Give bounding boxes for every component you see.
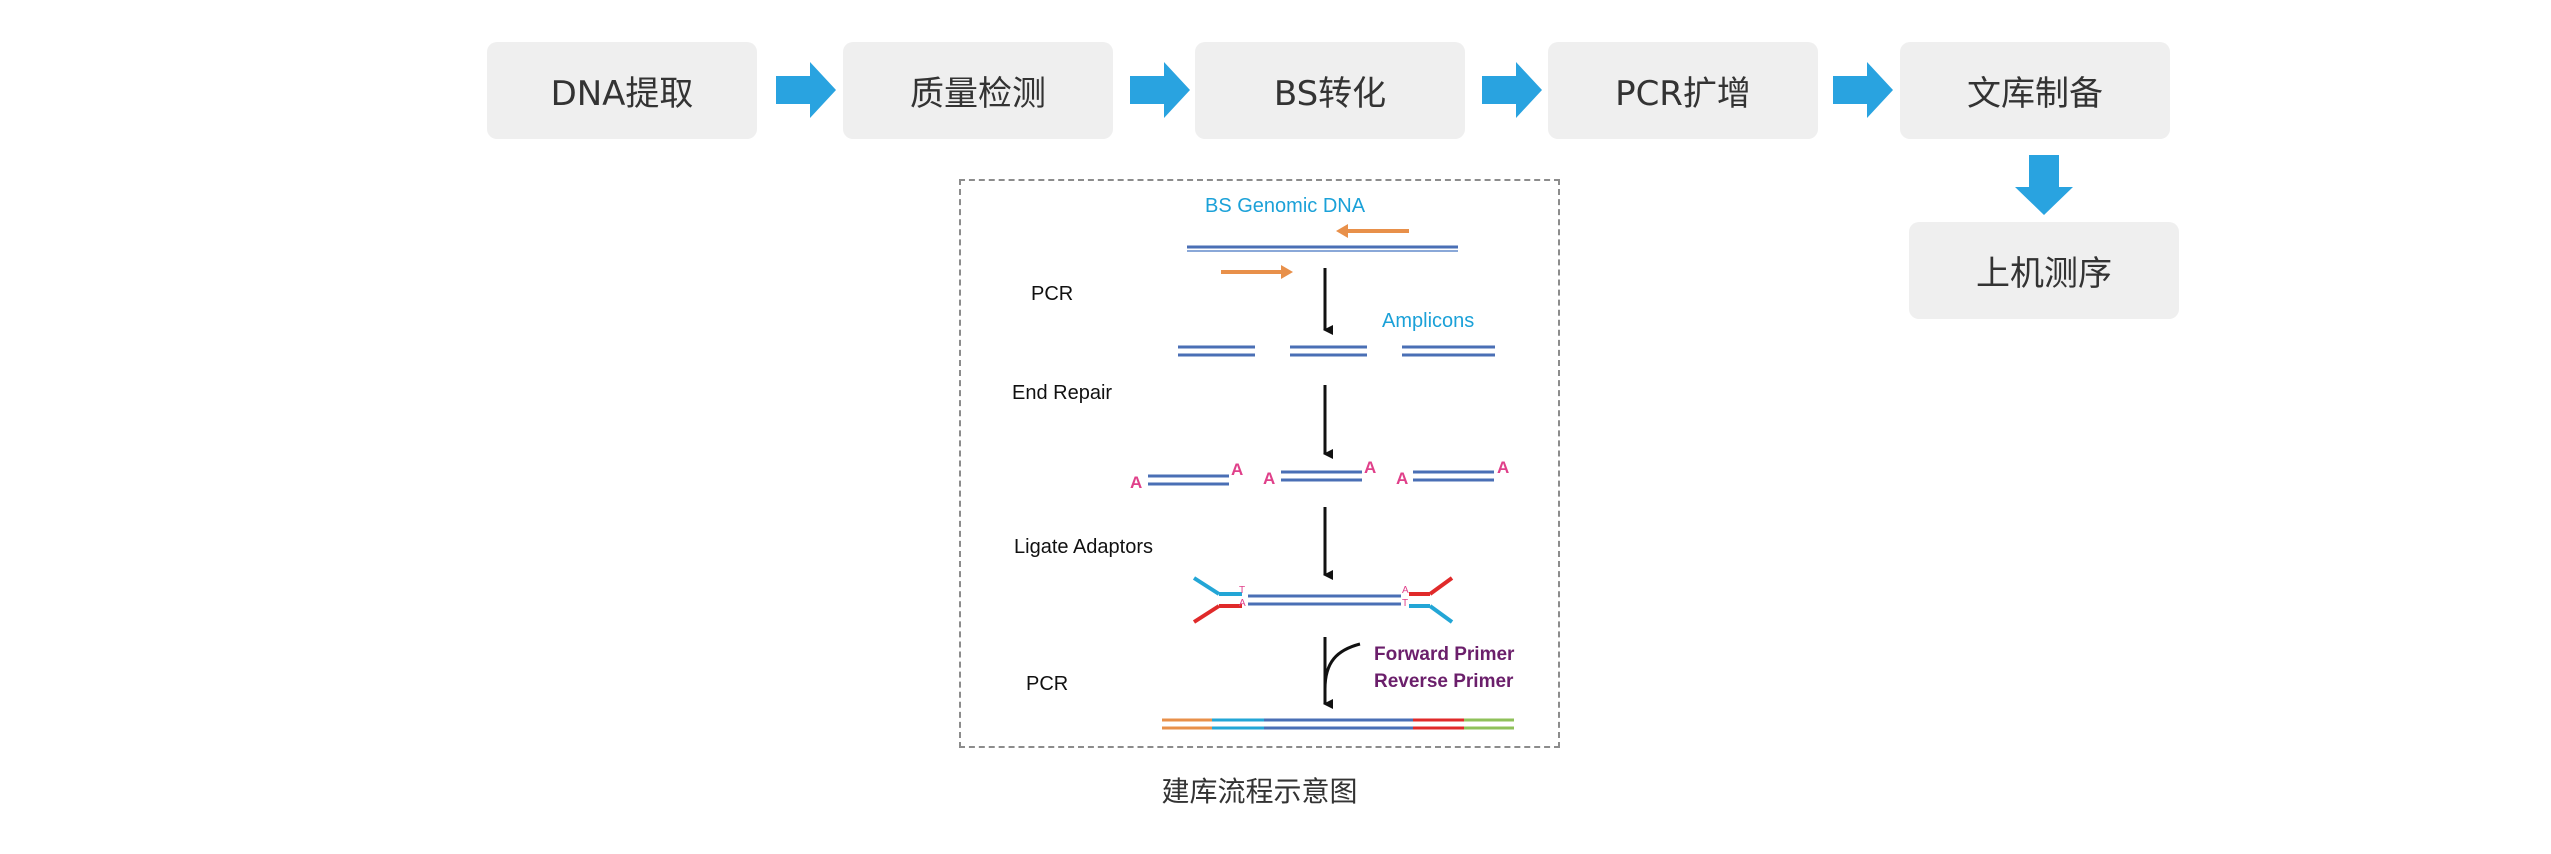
step-quality-check: 质量检测 <box>843 42 1113 139</box>
diagram-caption: 建库流程示意图 <box>1161 775 1358 808</box>
a-overhang-label: A <box>1402 585 1409 596</box>
step-label: BS转化 <box>1273 74 1387 114</box>
arrow-right-icon <box>1130 62 1190 118</box>
pcr-step-label: PCR <box>1026 673 1068 695</box>
step-label: DNA提取 <box>550 74 694 114</box>
step-bs-conversion: BS转化 <box>1195 42 1465 139</box>
a-overhang-label: A <box>1239 598 1246 609</box>
step-label: PCR扩增 <box>1615 74 1751 114</box>
forward-primer-arrow <box>1221 265 1293 279</box>
step-label: 文库制备 <box>1967 74 2103 114</box>
amplicons-label: Amplicons <box>1382 310 1474 332</box>
t-overhang-label: T <box>1402 598 1408 609</box>
a-overhang-label: A <box>1130 473 1142 492</box>
forward-primer-label: Forward Primer <box>1374 644 1515 665</box>
step-pcr-amplification: PCR扩增 <box>1548 42 1818 139</box>
step-library-prep: 文库制备 <box>1900 42 2170 139</box>
arrow-right-icon <box>1833 62 1893 118</box>
library-diagram-svg: BS Genomic DNA PCR Amplicons End Repair <box>1012 195 1515 730</box>
reverse-primer-arrow <box>1336 224 1409 238</box>
final-library-fragment <box>1162 718 1514 730</box>
arrow-right-icon <box>776 62 836 118</box>
reverse-primer-label: Reverse Primer <box>1374 671 1514 692</box>
bs-genomic-dna-label: BS Genomic DNA <box>1205 195 1366 217</box>
amplicon-fragments <box>1178 345 1495 357</box>
arrow-right-icon <box>1482 62 1542 118</box>
a-overhang-label: A <box>1231 460 1243 479</box>
pcr-step-label: PCR <box>1031 283 1073 305</box>
arrow-down-icon <box>2015 155 2073 215</box>
step-dna-extraction: DNA提取 <box>487 42 757 139</box>
t-overhang-label: T <box>1239 585 1245 596</box>
a-overhang-label: A <box>1396 469 1408 488</box>
ligate-adaptors-label: Ligate Adaptors <box>1014 536 1153 558</box>
step-label: 质量检测 <box>910 74 1046 114</box>
adaptor-ligated-fragment <box>1192 576 1454 624</box>
a-overhang-label: A <box>1263 469 1275 488</box>
primer-curve-arrow-icon <box>1323 642 1361 690</box>
step-sequencing: 上机测序 <box>1909 222 2179 319</box>
genomic-dna-strand <box>1187 245 1458 252</box>
a-tailed-fragments <box>1148 470 1494 486</box>
library-diagram: BS Genomic DNA PCR Amplicons End Repair <box>959 179 1560 748</box>
end-repair-label: End Repair <box>1012 382 1112 404</box>
a-overhang-label: A <box>1497 458 1509 477</box>
step-label: 上机测序 <box>1976 254 2112 294</box>
a-overhang-label: A <box>1364 458 1376 477</box>
